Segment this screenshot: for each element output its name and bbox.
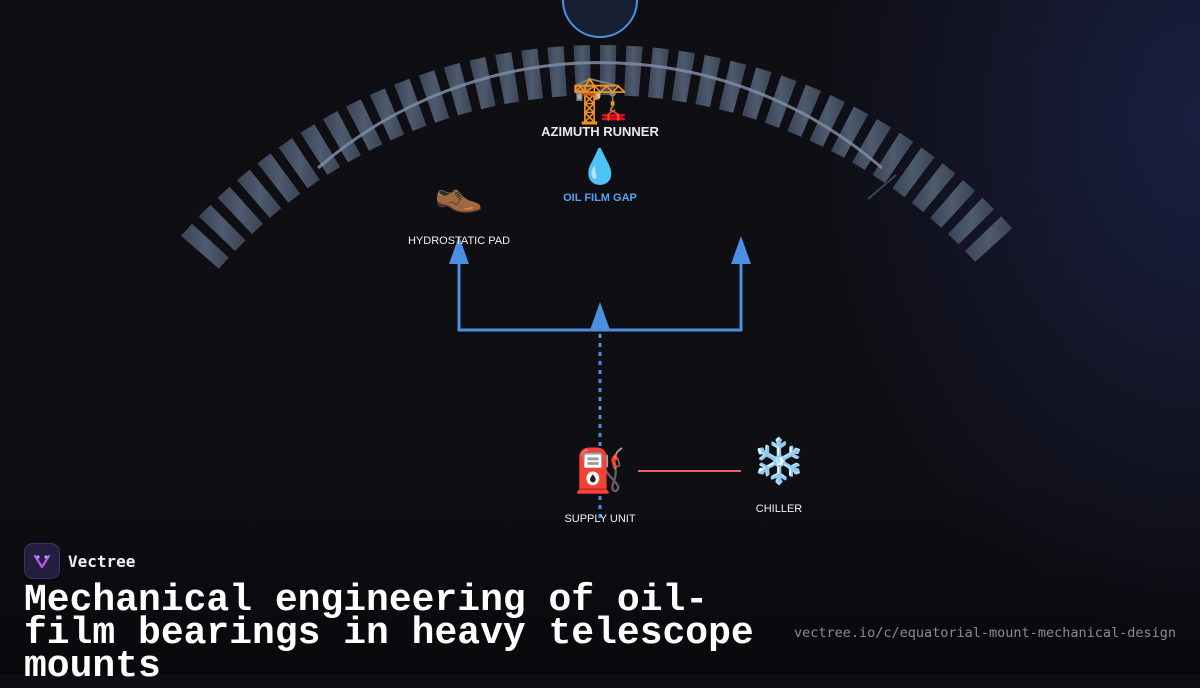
fuel-pump-icon: ⛽ [573,446,627,495]
hydrostatic-pad-label: HYDROSTATIC PAD [407,235,511,247]
ring-segment [323,111,361,163]
ring-segment [237,169,282,218]
ring-segment [872,132,914,184]
ring-segment [547,46,567,98]
ring-segment [346,99,383,151]
ring-segment [217,186,263,234]
top-pivot-node [562,0,638,38]
ring-inner-track [317,61,883,170]
oil-film-gap-label: OIL FILM GAP [563,192,637,204]
ring-segment [930,180,976,228]
ring-segment [198,204,246,251]
vectree-logo-icon [24,543,60,579]
ring-segment [394,78,427,131]
supply-unit-label: SUPPLY UNIT [564,513,636,525]
ring-segment [695,55,721,108]
page-title: Mechanical engineering of oil-film beari… [24,579,754,688]
ring-end-tick [867,174,897,200]
arrow-to-pad [449,236,469,264]
ring-segment [671,50,695,103]
source-url[interactable]: vectree.io/c/equatorial-mount-mechanical… [793,625,1176,641]
ring-segment [892,147,935,198]
ring-segment [443,63,473,116]
construction-crane-icon: 🏗️ [571,72,629,126]
arrow-to-right-pad [731,236,751,264]
ring-segment [278,138,320,189]
ring-segment [469,57,496,110]
ring-segment [948,197,995,245]
ring-segment [573,45,591,96]
ring-segment [831,106,869,158]
ring-segment [965,216,1013,262]
ring-segment [852,119,892,170]
ring-segment [600,45,617,96]
ring-segment [911,163,956,212]
ring-segment [718,60,747,113]
snowflake-icon: ❄️ [751,436,807,487]
ring-segment [257,153,301,203]
ring-segment [647,47,669,99]
ring-segment [300,124,341,175]
ring-segment [181,223,229,269]
azimuth-runner-label: AZIMUTH RUNNER [541,124,659,139]
chiller-label: CHILLER [755,503,803,515]
ring-segment [787,84,821,137]
runner-ring [181,45,1013,269]
droplet-icon: 💧 [578,147,622,187]
supply-manifold [449,236,751,520]
arrow-to-manifold [590,302,610,330]
brand-name: Vectree [68,551,136,571]
ring-segment [624,45,643,97]
ring-segment [809,95,845,147]
ring-segment [369,88,405,141]
brand: Vectree [24,543,136,579]
shoe-icon: 👞 [434,169,484,215]
ring-segment [521,48,543,101]
ring-segment [495,52,520,105]
